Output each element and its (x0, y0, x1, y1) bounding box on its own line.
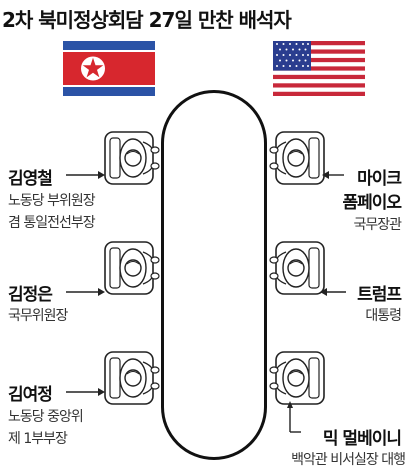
left-2-name: 김정은 (8, 285, 53, 305)
seat-right-1-icon (269, 131, 325, 185)
page-title: 2차 북미정상회담 27일 만찬 배석자 (2, 8, 292, 32)
right-3-role-1: 백악관 비서실장 대행 (291, 452, 406, 468)
arrow-right-2-icon (320, 288, 346, 296)
right-1-name-line-1: 마이크 (357, 169, 402, 189)
right-3-name-line-1: 믹 멀베이니 (322, 429, 402, 449)
left-1-role-2: 겸 통일전선부장 (8, 215, 96, 231)
left-2-role-1: 국무위원장 (8, 308, 68, 324)
left-1-role-1: 노동당 부위원장 (8, 193, 96, 209)
arrow-right-1-icon (322, 171, 344, 179)
right-1-role-1: 국무장관 (353, 217, 402, 233)
usa-flag (273, 41, 365, 96)
left-3-role-2: 제 1부부장 (8, 431, 68, 447)
dinner-table (161, 90, 267, 460)
arrow-left-1-icon (66, 171, 105, 179)
arrow-left-3-icon (66, 388, 105, 396)
arrow-left-2-icon (66, 288, 105, 296)
right-2-role-1: 대통령 (365, 308, 402, 324)
left-3-name: 김여정 (8, 385, 53, 405)
right-2-name-line-1: 트럼프 (357, 285, 402, 305)
seat-left-2-icon (104, 241, 160, 295)
seat-left-1-icon (104, 131, 160, 185)
bracket-right-3-icon (287, 401, 301, 433)
left-3-role-1: 노동당 중앙위 (8, 409, 84, 425)
seat-right-2-icon (269, 241, 325, 295)
north-korea-flag (63, 41, 155, 96)
seat-right-3-icon (269, 351, 325, 405)
seat-left-3-icon (104, 351, 160, 405)
left-1-name: 김영철 (8, 169, 53, 189)
right-1-name-line-2: 폼페이오 (342, 193, 402, 213)
